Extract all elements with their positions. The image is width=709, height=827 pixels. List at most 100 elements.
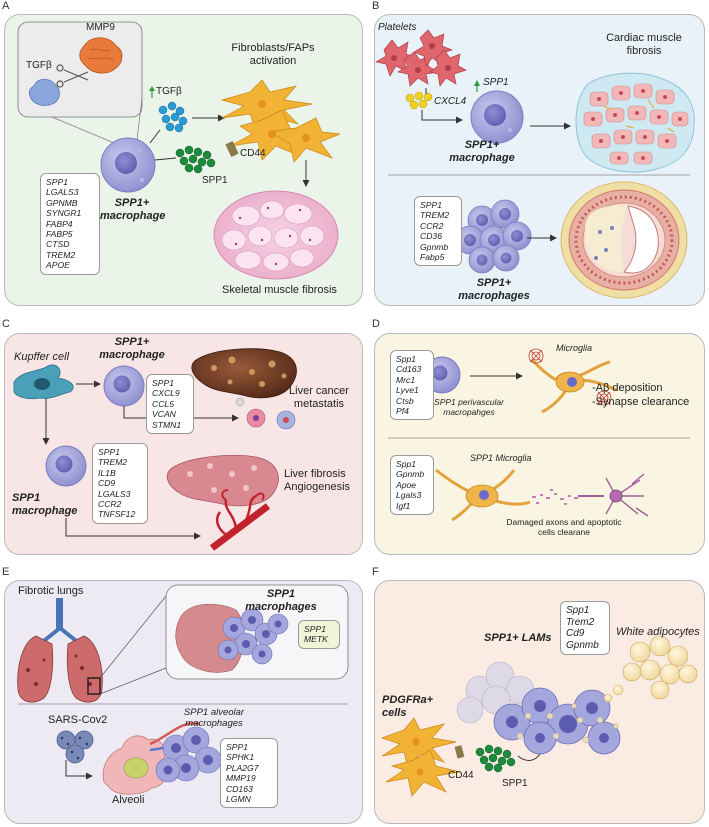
macrophage-cluster-b — [455, 199, 532, 274]
cd44-label-f: CD44 — [448, 770, 474, 781]
panel-b-letter: B — [372, 0, 380, 12]
gene: Cd9 — [566, 628, 585, 639]
spp1-label-a: SPP1 — [202, 175, 228, 186]
fibrotic-liver — [166, 454, 279, 507]
tgfb-secreted-label: TGFβ — [156, 86, 182, 97]
gene: LGALS3 — [46, 187, 79, 198]
macrophage-c-top-label: SPP1+ macrophage — [99, 336, 165, 361]
gene: Trem2 — [566, 616, 595, 628]
spp1-up-label: SPP1 — [483, 77, 509, 88]
panel-f-letter: F — [372, 566, 379, 578]
cardiac-tissue — [575, 72, 695, 173]
gene: FABP4 — [46, 218, 73, 229]
skeletal-muscle-label: Skeletal muscle fibrosis — [222, 284, 337, 296]
lams-label: SPP1+ LAMs — [484, 632, 552, 644]
gene: GPNMB — [46, 197, 78, 208]
cd44-label-a: CD44 — [240, 148, 266, 159]
gene: SPP1 — [304, 624, 326, 634]
tgfb-inset-label: TGFβ — [26, 60, 52, 71]
gene: CCR2 — [420, 220, 444, 231]
macrophages-b-label: SPP1+ macrophages — [458, 277, 530, 302]
lung-zoom-box — [87, 677, 101, 695]
cd44-receptor — [225, 140, 239, 158]
gene: Gpnmb — [420, 241, 449, 252]
gene: Lgals3 — [396, 490, 422, 501]
platelets — [375, 29, 467, 87]
artery — [560, 181, 688, 299]
outcome-abeta: -Aβ deposition — [592, 382, 663, 394]
gene: LGMN — [226, 794, 251, 805]
panel-c-letter: C — [2, 318, 10, 330]
alveoli-label: Alveoli — [112, 794, 145, 806]
gene: Ctsb — [396, 395, 414, 406]
gene-list-e-inset: SPP1 METK — [298, 620, 340, 649]
spp1-dots-f — [475, 744, 516, 773]
pdgfra-cells — [380, 717, 461, 797]
amyloid-plaques — [528, 348, 612, 406]
pdgfra-label: PDGFRa+ cells — [382, 694, 434, 719]
gene-list-f: Spp1 Trem2 Cd9 Gpnmb — [560, 601, 610, 655]
gene: Spp1 — [566, 605, 590, 616]
macrophage-c-bottom-label: SPP1 macrophage — [12, 492, 78, 517]
gene: TREM2 — [46, 249, 76, 260]
macrophage-a-label: SPP1+ macrophage — [100, 197, 166, 222]
gene: PLA2G7 — [226, 762, 259, 773]
mmp9-label: MMP9 — [86, 22, 115, 33]
gene: SPP1 — [152, 378, 174, 388]
tgfb-dots — [158, 101, 188, 133]
microglia — [530, 358, 617, 414]
gene: CD9 — [98, 478, 116, 489]
tgfb-protein — [28, 78, 60, 106]
gene: CD163 — [226, 783, 253, 794]
fibroblasts-label: Fibroblasts/FAPs activation — [231, 42, 315, 67]
gene: TREM2 — [420, 210, 450, 221]
gene: SPP1 — [98, 447, 120, 457]
lam-cluster — [456, 661, 621, 755]
gene: CTSD — [46, 239, 70, 250]
gene: Apoe — [396, 479, 417, 490]
gene: MMP19 — [226, 773, 256, 784]
mmp9-protein — [79, 37, 123, 74]
gene: Gpnmb — [396, 469, 425, 480]
gene: Spp1 — [396, 459, 417, 469]
gene: CD36 — [420, 231, 442, 242]
gene: SPP1 — [226, 742, 248, 752]
spp1-microglia-label: SPP1 Microglia — [470, 453, 532, 463]
skeletal-muscle — [213, 190, 339, 280]
gene-list-e-bottom: SPP1 SPHK1 PLA2G7 MMP19 CD163 LGMN — [220, 738, 278, 809]
adipocytes-label: White adipocytes — [616, 626, 700, 638]
perivascular-label: SPP1 perivascular macropahges — [434, 397, 504, 417]
gene: SPHK1 — [226, 752, 255, 763]
gene: Spp1 — [396, 354, 417, 364]
tumor-cells — [246, 408, 296, 430]
panel-d-letter: D — [372, 318, 380, 330]
cd44-receptor-f — [454, 745, 465, 759]
panel-c — [4, 333, 363, 555]
cxcl4-label: CXCL4 — [434, 96, 467, 107]
fibrotic-lungs-label: Fibrotic lungs — [18, 585, 84, 597]
e-macrophages-label: SPP1 macrophages — [245, 588, 317, 613]
microglia-label: Microglia — [556, 343, 593, 353]
spp1-dots-a — [175, 145, 216, 174]
alveolar-macrophages-label: SPP1 alveolar macrophages — [183, 707, 245, 729]
gene: IL1B — [98, 467, 116, 478]
gene: TNFSF12 — [98, 509, 136, 520]
gene: SPP1 — [46, 177, 68, 187]
gene: Pf4 — [396, 406, 409, 417]
gene: Igf1 — [396, 500, 411, 511]
angiogenesis-vessels — [209, 489, 271, 551]
spp1-microglia-cell — [435, 468, 531, 522]
gene: CCR2 — [98, 499, 122, 510]
macrophage-b-label: SPP1+ macrophage — [449, 139, 515, 164]
sars-cov2-virus — [56, 730, 94, 764]
gene: FABP5 — [46, 229, 73, 240]
scissors-icon — [56, 64, 89, 88]
gene: STMN1 — [152, 419, 182, 430]
damaged-axon-fragments — [532, 489, 578, 505]
gene: METK — [304, 634, 328, 645]
gene-list-c-bottom: SPP1 TREM2 IL1B CD9 LGALS3 CCR2 TNFSF12 — [92, 443, 148, 524]
white-adipocytes — [622, 635, 698, 700]
gene: Gpnmb — [566, 639, 599, 651]
gene-list-d-bottom: Spp1 Gpnmb Apoe Lgals3 Igf1 — [390, 455, 434, 516]
